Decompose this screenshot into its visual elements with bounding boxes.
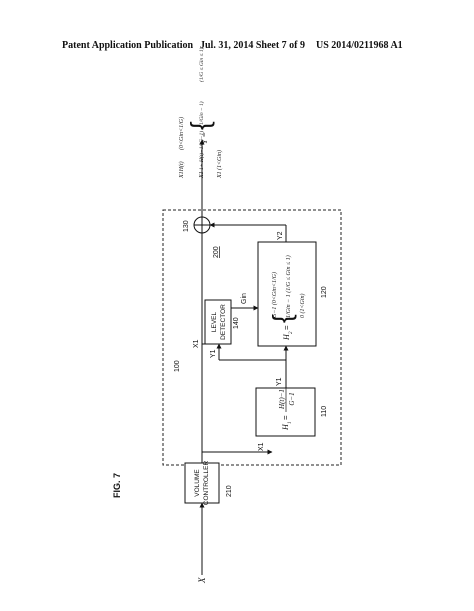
- output-case2-cond: (1/G ≤ Gin ≤ 1): [198, 47, 205, 82]
- publication-date-sheet: Jul. 31, 2014 Sheet 7 of 9: [200, 40, 305, 51]
- figure-label: FIG. 7: [112, 473, 122, 498]
- h1-formula-den: G−1: [288, 392, 296, 405]
- output-lhs: Y =: [200, 132, 209, 144]
- h2-case3: 0 (1<Gin): [299, 293, 306, 318]
- h1-formula-num: H(t)−1: [278, 389, 286, 410]
- output-equation: Y = { X1H(t) (0<Gin<1/G) X1 1+ H(t)−1/(G…: [178, 47, 223, 179]
- h2-ref: 120: [321, 286, 328, 298]
- outer-dashed-box: [162, 209, 342, 466]
- signal-y1: Y1: [276, 377, 283, 386]
- h1-formula-lhs: H: [281, 423, 290, 431]
- volume-controller-block: [184, 462, 220, 504]
- signal-x1-in: X1: [258, 442, 265, 451]
- svg-text:{: {: [185, 121, 215, 130]
- signal-x1-branch: X1: [193, 339, 200, 348]
- level-detector-line2: DETECTOR: [220, 304, 227, 340]
- volume-controller-line1: VOLUME: [194, 469, 201, 497]
- outer-ref: 100: [174, 360, 181, 372]
- h2-case2: 1/Gin − 1 (1/G ≤ Gin ≤ 1): [285, 255, 292, 318]
- page-header: Patent Application Publication Jul. 31, …: [0, 40, 474, 56]
- h2-case1: G−1 (0<Gin<1/G): [271, 272, 278, 318]
- output-case3: X1: [217, 171, 223, 179]
- output-case2-a: X1: [199, 171, 205, 179]
- output-case2-b: 1+ H(t)−1/(G−1) · (1/Gin − 1): [198, 101, 205, 170]
- h2-formula-sub: 2: [289, 331, 294, 334]
- inner-ref: 200: [213, 246, 220, 258]
- svg-text:{: {: [267, 314, 297, 323]
- signal-y1-branch: Y1: [210, 349, 217, 358]
- output-case1: X1H(t): [178, 161, 185, 179]
- publication-type: Patent Application Publication: [62, 40, 194, 51]
- svg-text:=: =: [281, 415, 290, 420]
- publication-number: US 2014/0211968 A1: [316, 40, 403, 51]
- h2-formula-lhs: H: [282, 333, 291, 341]
- level-detector-ref: 140: [233, 317, 240, 329]
- volume-controller-ref: 210: [226, 485, 233, 497]
- svg-text:=: =: [282, 325, 291, 330]
- output-case1-cond: (0<Gin<1/G): [178, 117, 185, 150]
- volume-controller-line2: CONTROLLER: [203, 460, 210, 505]
- adder-ref: 130: [183, 220, 190, 232]
- signal-y2: Y2: [277, 231, 284, 240]
- level-detector-block: [204, 299, 232, 345]
- h2-block: [257, 241, 317, 347]
- output-case3-cond: (1<Gin): [216, 150, 223, 170]
- gin-label: Gin: [241, 293, 248, 304]
- h1-ref: 110: [321, 406, 328, 417]
- level-detector-line1: LEVEL: [211, 312, 218, 333]
- h1-formula-sub: 1: [288, 422, 293, 425]
- input-label: X: [197, 577, 207, 584]
- h1-block: [255, 387, 316, 437]
